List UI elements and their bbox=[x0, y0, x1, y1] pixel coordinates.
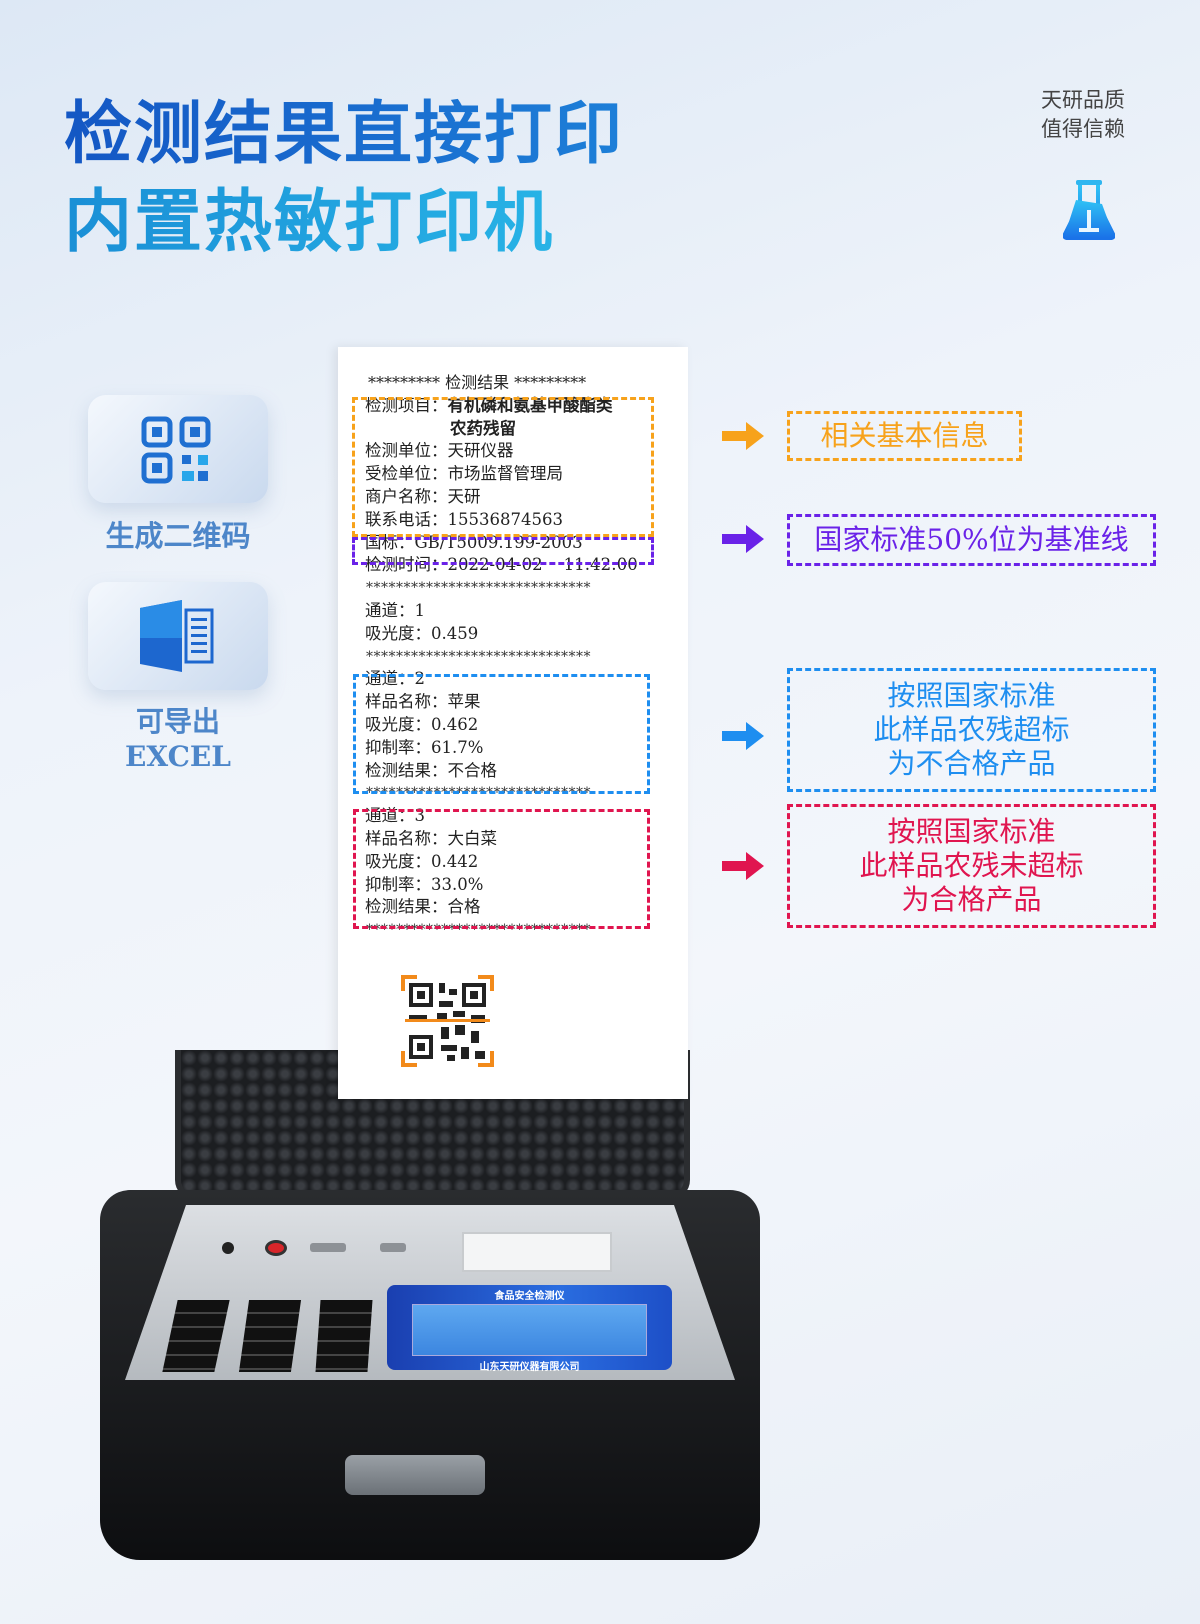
divider: ****************************** bbox=[366, 648, 591, 665]
project-value: 有机磷和氨基甲酸酯类 bbox=[447, 395, 613, 415]
ch2-absorbance: 吸光度：0.462 bbox=[365, 714, 479, 734]
stop-button[interactable] bbox=[265, 1240, 287, 1256]
arrow-right-icon bbox=[722, 525, 764, 553]
excel-feature-card bbox=[88, 582, 268, 690]
headline-line2: 内置热敏打印机 bbox=[64, 166, 554, 265]
sample-slots bbox=[162, 1300, 373, 1372]
receipt-qr-code[interactable] bbox=[401, 975, 494, 1067]
arrow-right-icon bbox=[722, 722, 764, 750]
pass-highlight bbox=[353, 809, 650, 929]
receipt-phone: 联系电话：15536874563 bbox=[365, 509, 563, 529]
annotation-text: 国家标准50%位为基准线 bbox=[814, 523, 1129, 556]
annotation-basic-info: 相关基本信息 bbox=[787, 411, 1022, 461]
screen-title: 食品安全检测仪 bbox=[494, 1291, 565, 1302]
excel-icon bbox=[140, 600, 214, 672]
annotation-text: 此样品农残未超标 bbox=[859, 849, 1084, 882]
receipt-header: ********* 检测结果 ********* bbox=[368, 373, 587, 392]
divider: ****************************** bbox=[366, 580, 591, 597]
basic-info-highlight bbox=[352, 397, 654, 537]
ch1-absorbance: 吸光度：0.459 bbox=[365, 623, 479, 643]
slogan: 天研品质 值得信赖 bbox=[1041, 86, 1125, 144]
receipt-unit: 检测单位：天研仪器 bbox=[365, 441, 514, 461]
slot-bank bbox=[162, 1300, 230, 1372]
ch3-absorbance: 吸光度：0.442 bbox=[365, 851, 479, 871]
ch1-channel: 通道：1 bbox=[365, 600, 425, 620]
ch2-result: 检测结果：不合格 bbox=[365, 760, 497, 780]
standard-highlight bbox=[352, 537, 654, 565]
excel-feature-label: 可导出EXCEL bbox=[125, 705, 231, 773]
annotation-fail: 按照国家标准 此样品农残超标 为不合格产品 bbox=[787, 668, 1156, 792]
receipt-inspected: 受检单位：市场监督管理局 bbox=[365, 464, 563, 484]
arrow-right-icon bbox=[722, 852, 764, 880]
annotation-text: 为合格产品 bbox=[901, 883, 1042, 916]
screen-company: 山东天研仪器有限公司 bbox=[479, 1362, 580, 1373]
flask-icon bbox=[1063, 180, 1115, 240]
screen-apps bbox=[412, 1304, 647, 1356]
slogan-line1: 天研品质 bbox=[1041, 88, 1125, 112]
print-receipt: ********* 检测结果 ********* 检测项目：有机磷和氨基甲酸酯类… bbox=[338, 347, 688, 1099]
slot-bank bbox=[238, 1300, 302, 1372]
slot-bank bbox=[315, 1300, 373, 1372]
annotation-standard: 国家标准50%位为基准线 bbox=[787, 514, 1156, 566]
annotation-text: 为不合格产品 bbox=[887, 747, 1056, 780]
fail-highlight bbox=[353, 674, 650, 794]
project-value-cont: 农药残留 bbox=[450, 418, 516, 438]
usb-port bbox=[310, 1243, 346, 1252]
touch-screen[interactable]: 食品安全检测仪 山东天研仪器有限公司 bbox=[387, 1285, 672, 1373]
annotation-text: 按照国家标准 bbox=[887, 815, 1056, 848]
annotation-text: 相关基本信息 bbox=[820, 419, 989, 452]
annotation-text: 按照国家标准 bbox=[887, 679, 1056, 712]
annotation-text: 此样品农残超标 bbox=[873, 713, 1070, 746]
case-handle[interactable] bbox=[345, 1455, 485, 1495]
qr-feature-label: 生成二维码 bbox=[105, 519, 251, 553]
headline-line1: 检测结果直接打印 bbox=[64, 78, 624, 177]
ch2-inhibition: 抑制率：61.7% bbox=[365, 737, 484, 757]
project-label: 检测项目： bbox=[365, 395, 448, 415]
receipt-project: 检测项目：有机磷和氨基甲酸酯类 bbox=[338, 395, 688, 418]
slogan-line2: 值得信赖 bbox=[1041, 117, 1125, 141]
annotation-pass: 按照国家标准 此样品农残未超标 为合格产品 bbox=[787, 804, 1156, 928]
detector-device: 食品安全检测仪 山东天研仪器有限公司 bbox=[100, 1050, 760, 1560]
ch3-sample: 样品名称：大白菜 bbox=[365, 828, 497, 848]
power-button[interactable] bbox=[222, 1242, 234, 1254]
qr-feature-card bbox=[88, 395, 268, 503]
usb-port bbox=[380, 1243, 406, 1252]
arrow-right-icon bbox=[722, 422, 764, 450]
ch2-sample: 样品名称：苹果 bbox=[365, 692, 481, 712]
ch3-inhibition: 抑制率：33.0% bbox=[365, 874, 484, 894]
receipt-merchant: 商户名称：天研 bbox=[365, 486, 481, 506]
ch3-result: 检测结果：合格 bbox=[365, 897, 481, 917]
qr-code-icon bbox=[141, 416, 211, 484]
printer-slot[interactable] bbox=[462, 1232, 612, 1272]
